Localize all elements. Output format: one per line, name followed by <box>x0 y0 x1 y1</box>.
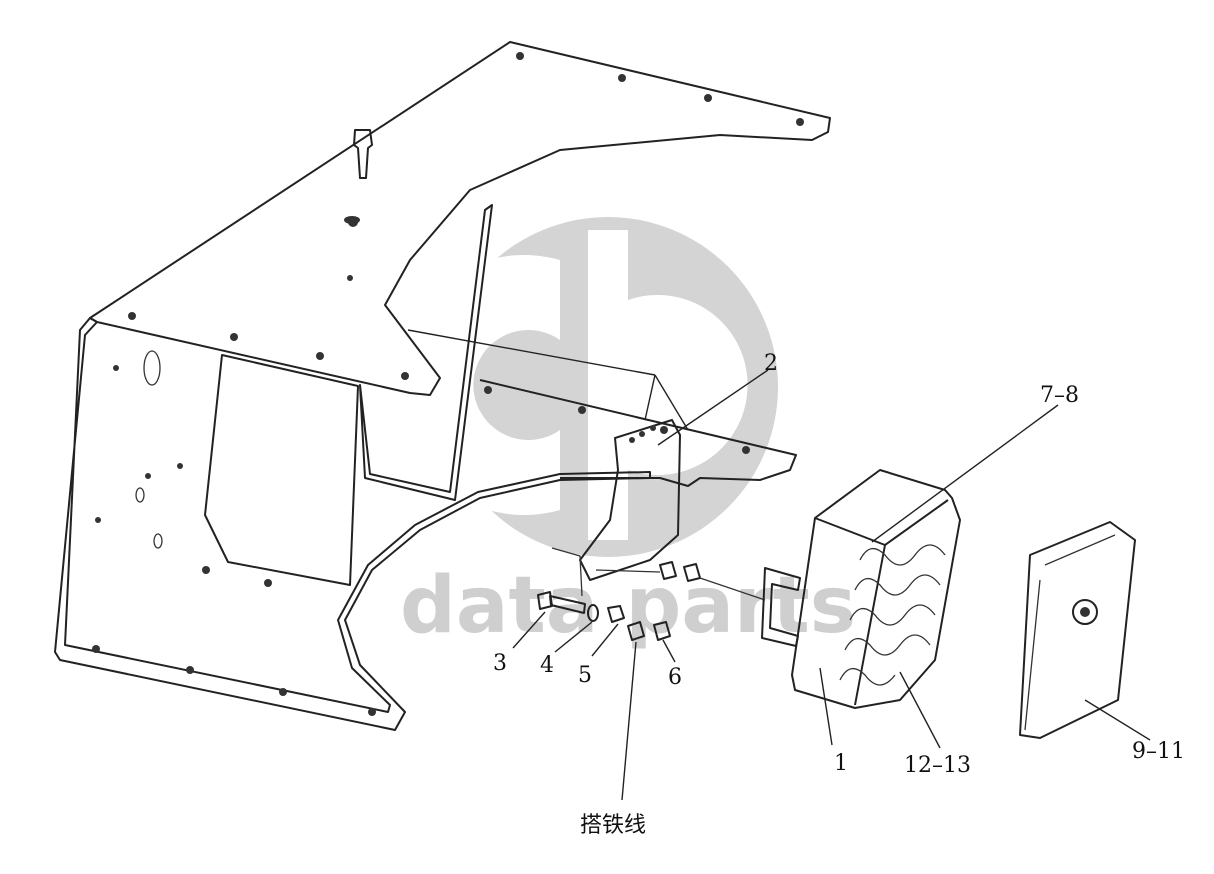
gd-logo-watermark <box>394 217 778 557</box>
lower-bracket-plate <box>479 379 797 487</box>
part-labels: 1 2 3 4 5 6 7–8 9–11 12–13 搭铁线 <box>493 351 1185 838</box>
hardware-set <box>537 547 766 641</box>
label-part-4: 4 <box>540 653 554 678</box>
housing-box <box>761 469 961 709</box>
watermark-text: data parts <box>400 561 856 651</box>
label-part-9-11: 9–11 <box>1132 739 1185 764</box>
label-part-12-13: 12–13 <box>904 753 971 778</box>
frame-top-plate <box>89 41 831 396</box>
top-bolt <box>344 129 373 224</box>
watermark: data parts <box>394 217 856 651</box>
cover-plate <box>1019 521 1136 739</box>
label-part-6: 6 <box>668 665 682 690</box>
label-part-5: 5 <box>578 663 592 688</box>
label-part-1: 1 <box>834 751 848 776</box>
label-part-2: 2 <box>764 351 778 376</box>
label-part-7-8: 7–8 <box>1040 383 1079 408</box>
frame-inner-plates <box>204 204 493 586</box>
mounting-bracket <box>579 419 681 581</box>
frame-side-plate <box>54 317 651 731</box>
leader-lines <box>407 329 1151 801</box>
label-part-3: 3 <box>493 651 507 676</box>
label-ground-wire: 搭铁线 <box>580 813 646 838</box>
